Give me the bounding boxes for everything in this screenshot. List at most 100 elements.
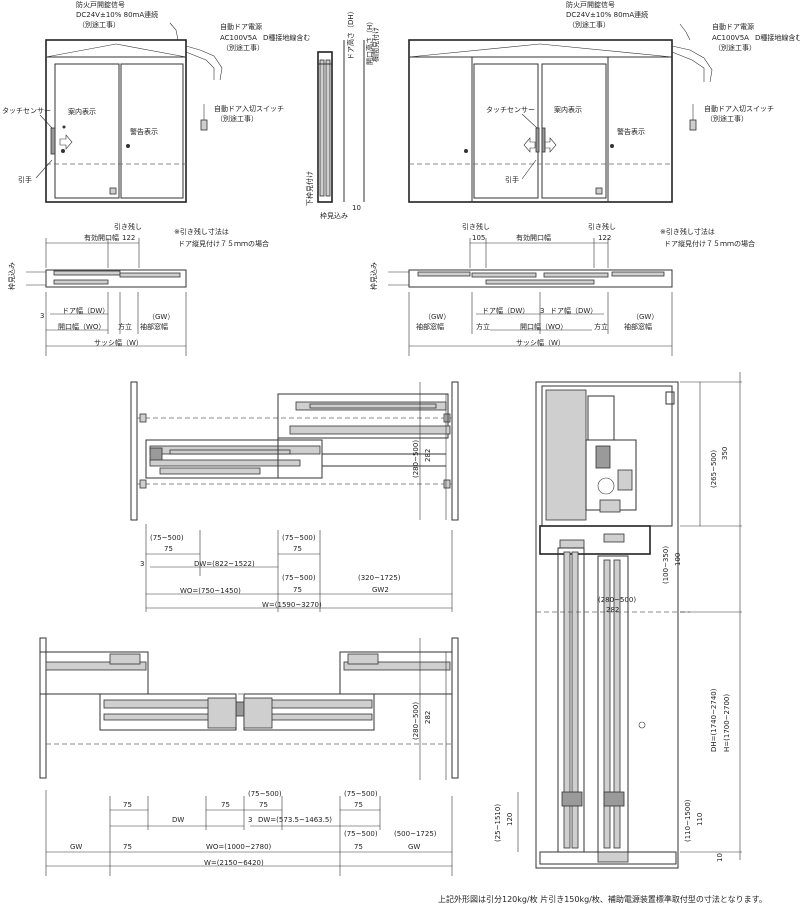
svg-text:案内表示: 案内表示	[554, 105, 582, 114]
svg-text:(110~1500): (110~1500)	[684, 799, 692, 842]
svg-text:(280~500): (280~500)	[598, 596, 636, 604]
svg-text:GW: GW	[70, 843, 82, 851]
svg-text:122: 122	[122, 234, 135, 242]
svg-text:サッシ幅（W）: サッシ幅（W）	[94, 338, 143, 347]
head-label: 欄間見付け	[371, 27, 380, 62]
fire-signal-note: （別途工事）	[78, 20, 120, 29]
svg-text:DW=(822~1522): DW=(822~1522)	[194, 560, 255, 568]
power-ground: D種接地線含む	[263, 33, 310, 42]
svg-text:開口幅（WO）: 開口幅（WO）	[58, 322, 105, 331]
svg-text:GW: GW	[408, 843, 420, 851]
svg-text:W=(2150~6420): W=(2150~6420)	[204, 859, 264, 867]
svg-text:枠見込み: 枠見込み	[369, 262, 378, 290]
power-label: 自動ドア電源	[220, 22, 262, 31]
svg-text:引き残し: 引き残し	[588, 222, 616, 231]
svg-text:AC100V5A: AC100V5A	[712, 34, 749, 42]
svg-text:引手: 引手	[505, 175, 519, 184]
svg-text:(75~500): (75~500)	[344, 790, 378, 798]
sill-label: 下枠見付け	[305, 171, 314, 206]
svg-text:（別途工事）: （別途工事）	[568, 20, 610, 29]
elevation-single: 防火戸開錠信号 DC24V±10% 80mA連続 （別途工事） 自動ドア電源 A…	[2, 0, 310, 203]
footnote: 上記外形図は引分120kg/枚 片引き150kg/枚、補助電源装置標準取付型の寸…	[438, 894, 767, 904]
svg-text:(500~1725): (500~1725)	[394, 830, 437, 838]
svg-text:75: 75	[123, 843, 132, 851]
svg-text:袖部窓幅: 袖部窓幅	[416, 322, 444, 331]
svg-text:3: 3	[540, 307, 544, 315]
ten-label: 10	[352, 204, 361, 212]
svg-text:3: 3	[140, 560, 144, 568]
switch-label: 自動ドア入切スイッチ	[214, 104, 284, 113]
svg-text:ドア縦見付け７５ｍｍの場合: ドア縦見付け７５ｍｍの場合	[664, 239, 755, 248]
svg-text:(280~500): (280~500)	[412, 702, 420, 740]
svg-text:袖部窓幅: 袖部窓幅	[624, 322, 652, 331]
svg-text:282: 282	[424, 711, 432, 724]
svg-text:有効開口幅: 有効開口幅	[516, 233, 551, 242]
opening-height-label: 開口高さ（H）	[365, 18, 374, 65]
warning-label: 警告表示	[130, 127, 158, 136]
svg-text:方立: 方立	[118, 322, 132, 331]
svg-text:DW: DW	[172, 816, 184, 824]
svg-text:（GW）: （GW）	[424, 313, 450, 321]
svg-text:282: 282	[424, 449, 432, 462]
svg-text:タッチセンサー: タッチセンサー	[486, 105, 535, 114]
svg-text:WO=(1000~2780): WO=(1000~2780)	[206, 843, 272, 851]
svg-text:122: 122	[598, 234, 611, 242]
svg-text:105: 105	[472, 234, 485, 242]
guide-label: 案内表示	[68, 107, 96, 116]
switch-note: （別途工事）	[216, 114, 258, 123]
svg-text:110: 110	[696, 813, 704, 826]
svg-text:DW=(573.5~1463.5): DW=(573.5~1463.5)	[258, 816, 332, 824]
svg-text:(280~500): (280~500)	[412, 440, 420, 478]
svg-text:ドア幅（DW）: ドア幅（DW）	[550, 306, 597, 315]
svg-text:※引き残し寸法は: ※引き残し寸法は	[174, 227, 229, 236]
svg-text:282: 282	[606, 606, 619, 614]
svg-text:75: 75	[164, 545, 173, 553]
power-note: （別途工事）	[222, 43, 264, 52]
svg-text:W=(1590~3270): W=(1590~3270)	[262, 601, 322, 609]
svg-text:（GW）: （GW）	[632, 313, 658, 321]
svg-text:(265~500): (265~500)	[710, 450, 718, 488]
svg-text:警告表示: 警告表示	[617, 127, 645, 136]
svg-text:DH=(1740~2740): DH=(1740~2740)	[710, 688, 718, 752]
handle-label: 引手	[18, 175, 32, 184]
svg-text:サッシ幅（W）: サッシ幅（W）	[516, 338, 565, 347]
svg-text:枠見込み: 枠見込み	[7, 262, 16, 290]
svg-text:方立: 方立	[476, 322, 490, 331]
svg-text:(75~500): (75~500)	[150, 534, 184, 542]
svg-text:350: 350	[721, 447, 729, 460]
svg-text:75: 75	[221, 801, 230, 809]
svg-text:ドア縦見付け７５ｍｍの場合: ドア縦見付け７５ｍｍの場合	[178, 239, 269, 248]
svg-text:(75~500): (75~500)	[282, 534, 316, 542]
arrow-icon	[59, 134, 73, 150]
door-height-label: ドア高さ（DH）	[346, 7, 355, 60]
svg-text:袖部窓幅: 袖部窓幅	[140, 322, 168, 331]
svg-text:100: 100	[674, 553, 682, 566]
svg-text:75: 75	[259, 801, 268, 809]
svg-text:自動ドア電源: 自動ドア電源	[712, 22, 754, 31]
vertical-section: (265~500) 350 (100~350) 100 (280~500) 28…	[494, 372, 742, 869]
svg-text:3: 3	[40, 312, 44, 320]
svg-text:D種接地線含む: D種接地線含む	[755, 33, 800, 42]
svg-text:ドア幅（DW）: ドア幅（DW）	[482, 306, 529, 315]
svg-text:※引き残し寸法は: ※引き残し寸法は	[660, 227, 715, 236]
svg-text:75: 75	[293, 586, 302, 594]
power-spec: AC100V5A	[220, 34, 257, 42]
svg-text:(25~1510): (25~1510)	[494, 804, 502, 842]
svg-text:(75~500): (75~500)	[248, 790, 282, 798]
elevation-double: 防火戸開錠信号 DC24V±10% 80mA連続 （別途工事） 自動ドア電源 A…	[408, 0, 800, 203]
svg-text:防火戸開錠信号: 防火戸開錠信号	[566, 0, 615, 9]
fire-signal-spec: DC24V±10% 80mA連続	[76, 10, 158, 19]
svg-text:（別途工事）: （別途工事）	[714, 43, 756, 52]
arrow-right-icon	[544, 137, 557, 153]
arrow-left-icon	[523, 137, 536, 153]
svg-text:10: 10	[716, 853, 724, 862]
svg-text:開口幅（WO）: 開口幅（WO）	[520, 322, 567, 331]
svg-text:DC24V±10% 80mA連続: DC24V±10% 80mA連続	[566, 10, 648, 19]
svg-text:75: 75	[293, 545, 302, 553]
jamb-depth-label: 枠見込み	[320, 211, 348, 220]
svg-text:（GW）: （GW）	[148, 313, 174, 321]
side-view: ドア高さ（DH） 開口高さ（H） 欄間見付け 下枠見付け 枠見込み 10	[305, 7, 380, 220]
svg-text:引き残し: 引き残し	[114, 222, 142, 231]
section-single: (280~500) 282 (75~500) 75 (75~500) 75 3 …	[130, 381, 459, 612]
svg-text:(75~500): (75~500)	[282, 574, 316, 582]
